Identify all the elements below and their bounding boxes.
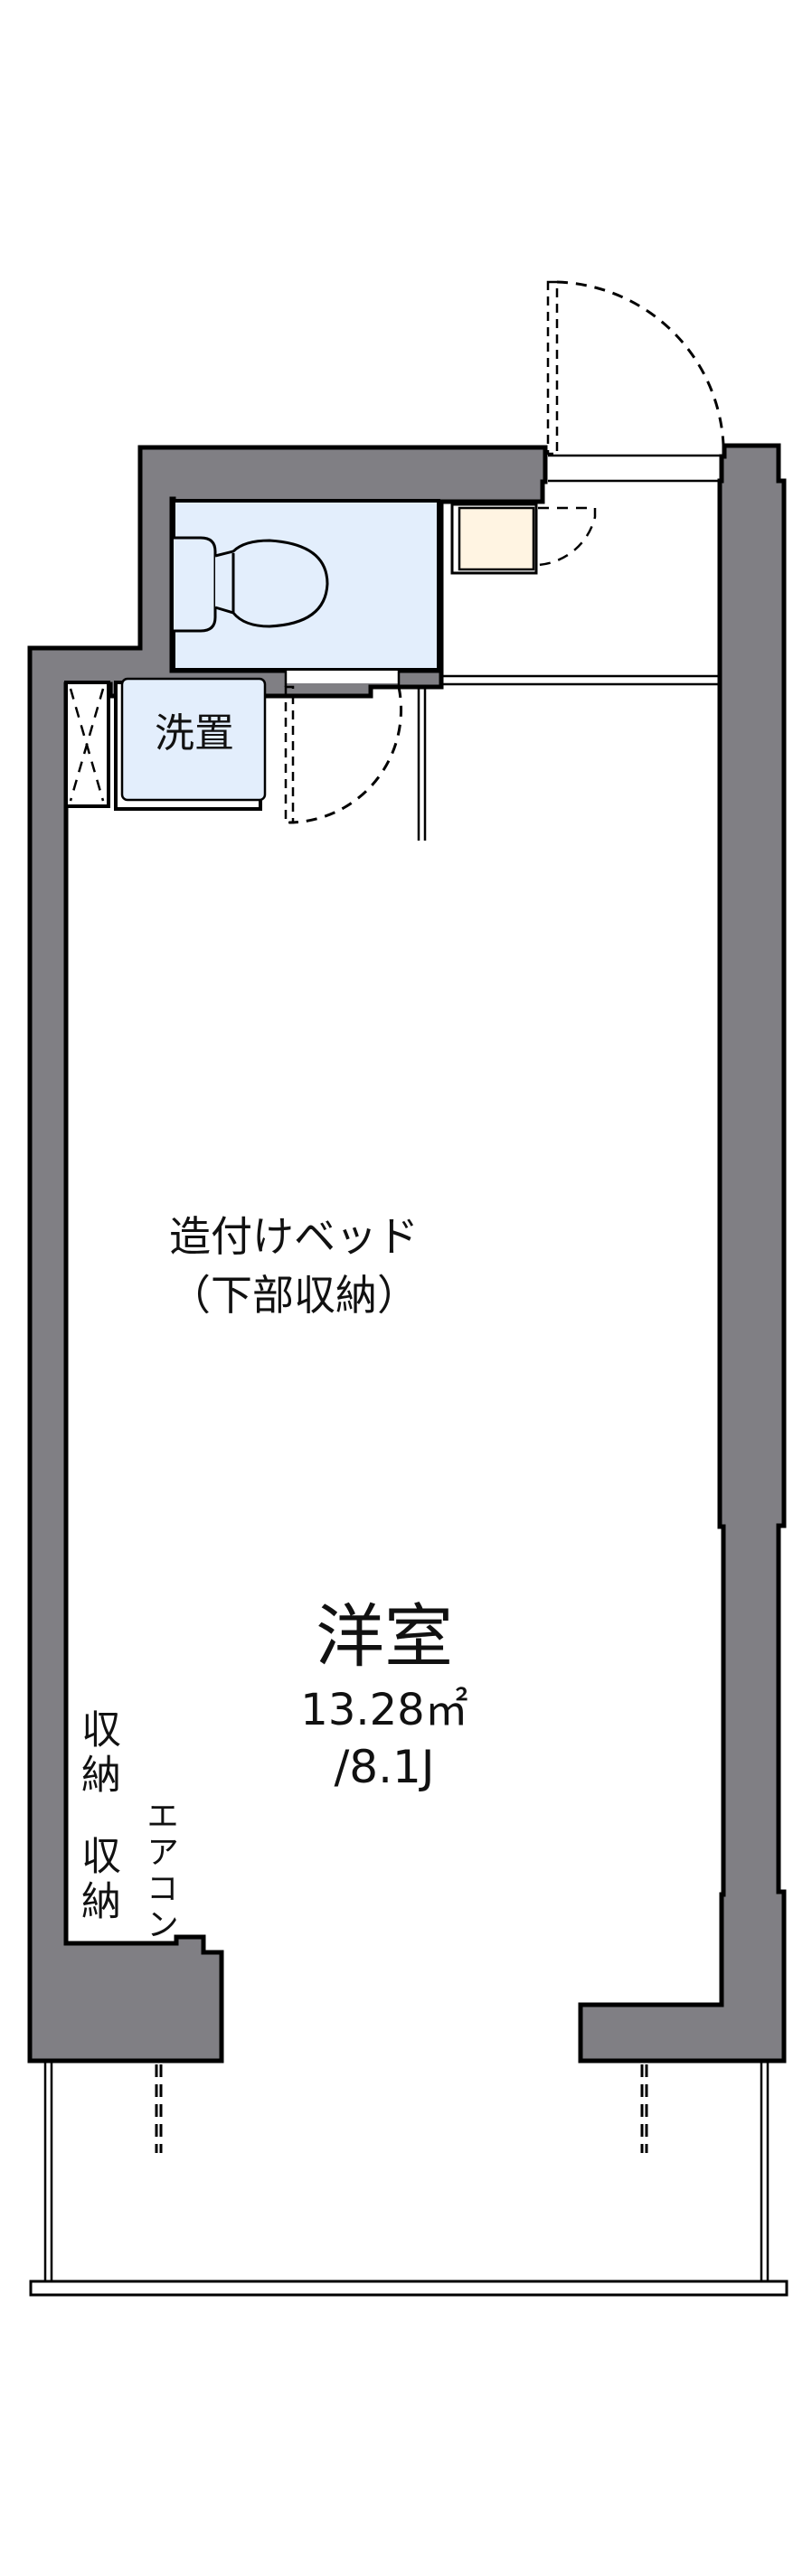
wall-right (578, 443, 787, 2064)
bed-label-line1: 造付けベッド (169, 1212, 419, 1261)
toilet-door (284, 685, 403, 824)
aircon-label: エアコン (141, 1799, 178, 1943)
entrance-door (546, 280, 725, 483)
room-name: 洋室 (316, 1596, 453, 1677)
washer-label: 洗置 (155, 710, 234, 757)
bed-label-line2: （下部収納） (169, 1271, 419, 1320)
shoe-cabinet (450, 503, 597, 575)
balcony (29, 2063, 788, 2297)
storage-lower-label: 収納 (74, 1835, 120, 1925)
room-area: 13.28㎡ (300, 1685, 468, 1735)
storage-upper-label: 収納 (74, 1708, 120, 1799)
toilet-icon (174, 536, 329, 633)
washer-space (120, 677, 267, 802)
pipe-shaft (64, 681, 110, 808)
room-tatami: /8.1J (334, 1741, 435, 1793)
